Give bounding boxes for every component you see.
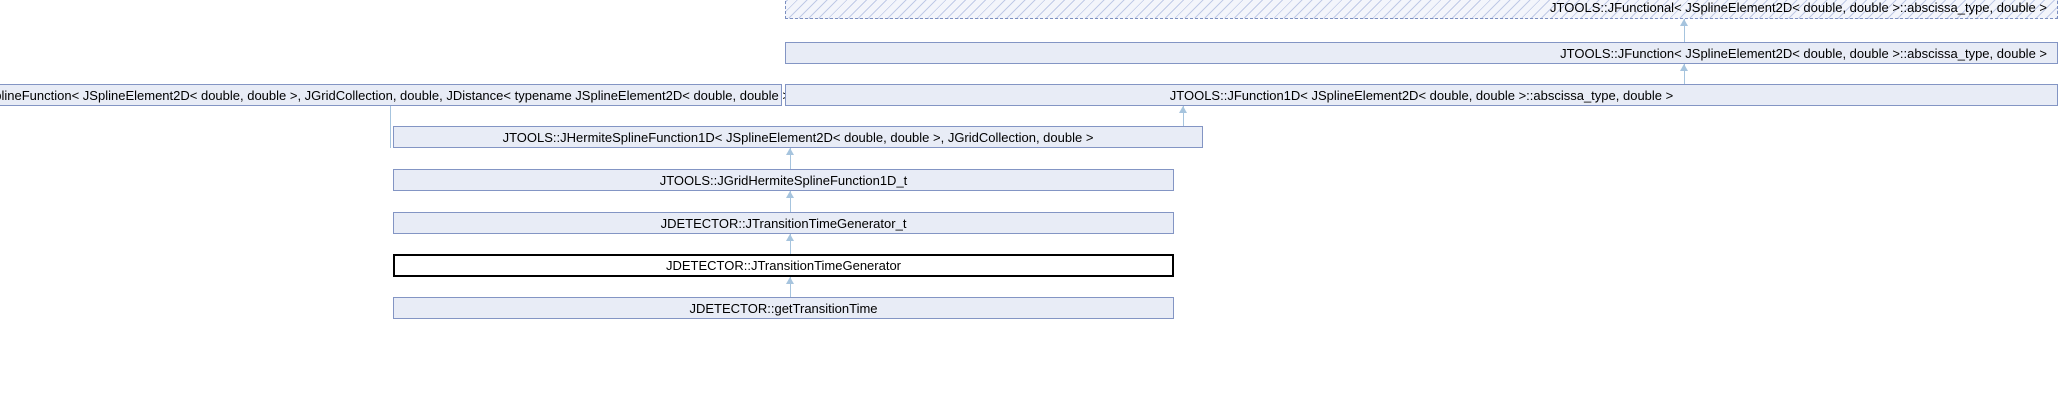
- node-label: JTOOLS::JFunction< JSplineElement2D< dou…: [1560, 45, 2047, 61]
- node-jtools-jfunctional[interactable]: JTOOLS::JFunctional< JSplineElement2D< d…: [785, 0, 2058, 19]
- arrowhead-jghsf1d-to-jhsf1d: [786, 148, 794, 155]
- node-label: JDETECTOR::getTransitionTime: [689, 300, 878, 316]
- node-jtools-jhermitesplinefunction1d[interactable]: JTOOLS::JHermiteSplineFunction1D< JSplin…: [393, 126, 1203, 148]
- node-label: JDETECTOR::JTransitionTimeGenerator: [665, 258, 902, 273]
- arrowhead-jhsf1d-to-jfunction1d: [1179, 106, 1187, 113]
- node-label: JTOOLS::JGridHermiteSplineFunction1D_t: [659, 172, 908, 188]
- node-label: JTOOLS::JFunction1D< JSplineElement2D< d…: [1169, 87, 1674, 103]
- node-label: JTOOLS::JFunctional< JSplineElement2D< d…: [1550, 0, 2047, 15]
- node-jtools-jfunction1d[interactable]: JTOOLS::JFunction1D< JSplineElement2D< d…: [785, 84, 2058, 106]
- arrowhead-gettransitiontime-to-jttg: [786, 277, 794, 284]
- edge-jttg-to-jttgt: [790, 234, 791, 256]
- arrowhead-jttg-to-jttgt: [786, 234, 794, 241]
- edge-jfunction-to-jfunctional: [1684, 19, 1685, 42]
- node-jtools-jfunction[interactable]: JTOOLS::JFunction< JSplineElement2D< dou…: [785, 42, 2058, 64]
- node-jdetector-gettransitiontime[interactable]: JDETECTOR::getTransitionTime: [393, 297, 1174, 319]
- node-jdetector-jtransitiontimegenerator[interactable]: JDETECTOR::JTransitionTimeGenerator: [393, 254, 1174, 277]
- node-jdetector-jtransitiontimegenerator-t[interactable]: JDETECTOR::JTransitionTimeGenerator_t: [393, 212, 1174, 234]
- node-label: JTOOLS::JHermiteSplineFunction< JSplineE…: [0, 87, 902, 103]
- edge-jghsf1d-to-jhsf1d: [790, 148, 791, 170]
- node-jtools-jgridhermitesplinefunction1d-t[interactable]: JTOOLS::JGridHermiteSplineFunction1D_t: [393, 169, 1174, 191]
- node-label: JTOOLS::JHermiteSplineFunction1D< JSplin…: [502, 129, 1094, 145]
- edge-jhsf-to-jhsf1d: [390, 106, 391, 148]
- node-label: JDETECTOR::JTransitionTimeGenerator_t: [660, 215, 907, 231]
- edge-jhsf1d-to-jfunction1d-riser: [1183, 106, 1184, 128]
- edge-jfunction1d-to-jfunction: [1684, 64, 1685, 86]
- edge-jttgt-to-jghsf1d: [790, 191, 791, 213]
- arrowhead-jfunction-to-jfunctional: [1680, 19, 1688, 26]
- edge-gettransitiontime-to-jttg: [790, 277, 791, 299]
- node-jtools-jhermitesplinefunction[interactable]: JTOOLS::JHermiteSplineFunction< JSplineE…: [0, 84, 902, 106]
- arrowhead-jttgt-to-jghsf1d: [786, 191, 794, 198]
- arrowhead-jfunction1d-to-jfunction: [1680, 64, 1688, 71]
